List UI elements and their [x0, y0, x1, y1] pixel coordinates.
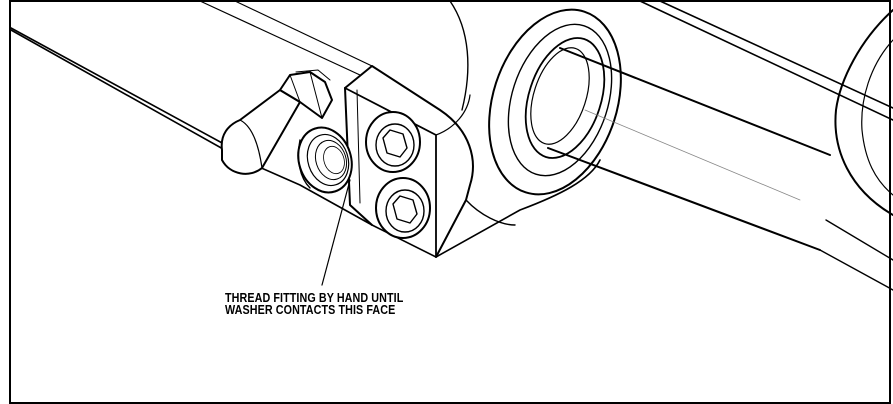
threaded-port — [297, 126, 353, 194]
rod-gland-mid — [507, 23, 613, 177]
callout-annotation: THREAD FITTING BY HAND UNTIL WASHER CONT… — [225, 291, 404, 317]
socket-plug-upper — [365, 111, 421, 173]
housing-top — [449, 0, 469, 111]
piston-rod — [547, 47, 831, 251]
rod-end — [639, 0, 893, 121]
callout-leader-line — [321, 179, 351, 286]
body-lower-face — [231, 154, 437, 258]
socket-plug-lower — [375, 177, 431, 239]
callout-line-2: WASHER CONTACTS THIS FACE — [225, 303, 396, 317]
hydraulic-fitting — [220, 69, 333, 175]
rod-gland-inner — [524, 37, 606, 159]
cylinder-body — [10, 27, 236, 155]
cylinder-assembly — [10, 0, 893, 291]
callout-line-1: THREAD FITTING BY HAND UNTIL — [225, 291, 404, 305]
